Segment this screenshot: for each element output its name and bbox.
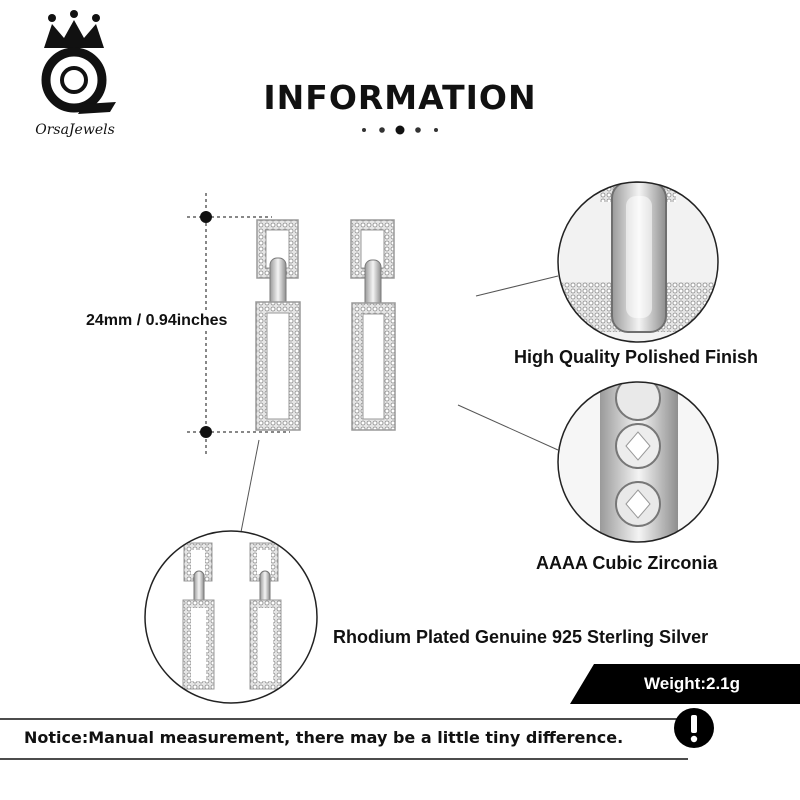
exclamation-icon [674, 708, 714, 748]
weight-band [570, 664, 800, 704]
page-title: INFORMATION [263, 78, 537, 117]
brand-name: OrsaJewels [35, 122, 115, 138]
weight-label: Weight:2.1g [644, 674, 741, 693]
dimension-markers [187, 193, 290, 455]
feature-label-finish: High Quality Polished Finish [514, 347, 759, 367]
size-measurement-label: 24mm / 0.94inches [84, 312, 230, 330]
zirconia-stones-closeup-icon [557, 381, 719, 543]
earring-right [350, 219, 396, 431]
brand-logo: OrsaJewels [20, 10, 130, 140]
earrings-pair-closeup-icon [144, 530, 318, 704]
notice-box [0, 718, 688, 760]
notice-text: Notice:Manual measurement, there may be … [24, 728, 624, 747]
feature-label-material: Rhodium Plated Genuine 925 Sterling Silv… [333, 627, 709, 647]
polished-link-closeup-icon [557, 181, 719, 343]
dot-divider-icon [362, 125, 438, 135]
crown-o-logo-icon [41, 10, 116, 114]
feature-label-zirconia: AAAA Cubic Zirconia [536, 553, 718, 573]
earring-left [255, 219, 301, 431]
